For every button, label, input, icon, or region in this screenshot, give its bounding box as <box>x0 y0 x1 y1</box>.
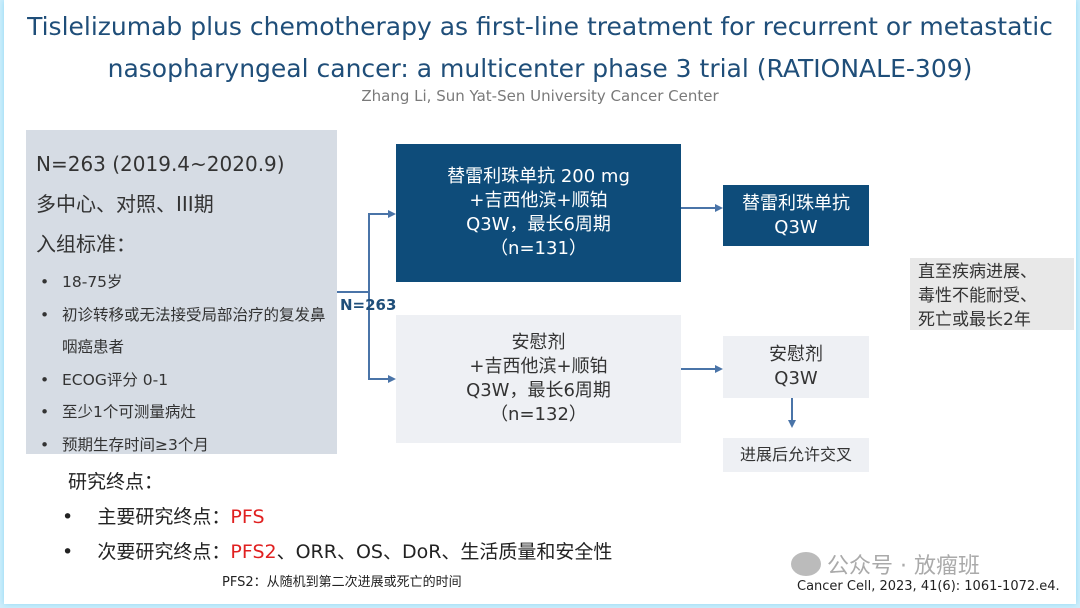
arrow-down-icon <box>788 420 796 428</box>
arrow-icon <box>388 375 396 383</box>
population-box: N=263 (2019.4~2020.9) 多中心、对照、III期 入组标准： … <box>26 130 337 461</box>
criterion: 至少1个可测量病灶 <box>36 396 337 429</box>
duration-line: 直至疾病进展、 <box>918 262 1037 282</box>
criterion: 18-75岁 <box>36 266 337 299</box>
duration-box: 直至疾病进展、 毒性不能耐受、 死亡或最长2年 <box>910 258 1074 330</box>
endpoints-label: 研究终点： <box>68 471 164 493</box>
criteria-label: 入组标准： <box>36 232 136 256</box>
arm1-line: 替雷利珠单抗 200 mg <box>447 166 630 187</box>
secondary-value: 、ORR、OS、DoR、生活质量和安全性 <box>276 541 613 563</box>
endpoints: 研究终点： • 主要研究终点：PFS • 次要研究终点：PFS2、ORR、OS、… <box>62 465 612 570</box>
footnote: PFS2：从随机到第二次进展或死亡的时间 <box>222 575 462 590</box>
maint-line: 安慰剂 <box>769 344 823 365</box>
criteria-list: 18-75岁 初诊转移或无法接受局部治疗的复发鼻咽癌患者 ECOG评分 0-1 … <box>36 266 337 461</box>
primary-value: PFS <box>230 506 265 528</box>
connector <box>368 378 390 380</box>
arm2-box: 安慰剂 +吉西他滨+顺铂 Q3W，最长6周期 （n=132） <box>396 315 681 443</box>
arm2-line: 安慰剂 <box>511 332 566 353</box>
criterion: 初诊转移或无法接受局部治疗的复发鼻咽癌患者 <box>36 299 337 364</box>
wechat-icon <box>791 552 821 576</box>
watermark-text: 公众号 · 放瘤班 <box>827 554 980 579</box>
slide: Tislelizumab plus chemotherapy as first-… <box>4 0 1076 604</box>
slide-title: Tislelizumab plus chemotherapy as first-… <box>27 12 1053 83</box>
arm1-line: +吉西他滨+顺铂 <box>469 190 608 211</box>
arm2-line: （n=132） <box>490 404 587 425</box>
secondary-endpoint: • 次要研究终点：PFS2、ORR、OS、DoR、生活质量和安全性 <box>62 541 613 563</box>
primary-label: 主要研究终点： <box>97 506 231 528</box>
arm1-box: 替雷利珠单抗 200 mg +吉西他滨+顺铂 Q3W，最长6周期 （n=131） <box>396 144 681 282</box>
arm2-line: Q3W，最长6周期 <box>466 380 611 401</box>
maint-line: Q3W <box>774 368 818 389</box>
connector <box>368 213 390 215</box>
maint-line: Q3W <box>774 216 818 238</box>
duration-line: 毒性不能耐受、 <box>918 286 1037 306</box>
wechat-watermark: 公众号 · 放瘤班 <box>791 548 980 580</box>
connector <box>681 207 717 209</box>
arm2-maintenance-box: 安慰剂 Q3W <box>723 336 869 398</box>
duration-line: 死亡或最长2年 <box>918 310 1031 330</box>
criterion: 预期生存时间≥3个月 <box>36 429 337 462</box>
arrow-icon <box>388 210 396 218</box>
arrow-icon <box>715 204 723 212</box>
arrow-icon <box>715 365 723 373</box>
arm1-maintenance-box: 替雷利珠单抗 Q3W <box>723 185 869 246</box>
connector <box>791 398 793 422</box>
crossover-box: 进展后允许交叉 <box>723 438 869 472</box>
secondary-highlight: PFS2 <box>230 541 277 563</box>
design: 多中心、对照、III期 <box>36 192 214 216</box>
citation: Cancer Cell, 2023, 41(6): 1061-1072.e4. <box>797 579 1060 594</box>
author: Zhang Li, Sun Yat-Sen University Cancer … <box>361 87 719 105</box>
connector <box>368 213 370 379</box>
connector <box>681 368 717 370</box>
criterion: ECOG评分 0-1 <box>36 364 337 397</box>
connector <box>337 291 369 293</box>
sample-size: N=263 (2019.4~2020.9) <box>36 152 285 176</box>
secondary-label: 次要研究终点： <box>97 541 231 563</box>
arm1-line: （n=131） <box>490 238 587 259</box>
primary-endpoint: • 主要研究终点：PFS <box>62 506 265 528</box>
randomization-n: N=263 <box>340 296 397 314</box>
maint-line: 替雷利珠单抗 <box>742 192 850 214</box>
arm2-line: +吉西他滨+顺铂 <box>469 356 608 377</box>
arm1-line: Q3W，最长6周期 <box>466 214 611 235</box>
